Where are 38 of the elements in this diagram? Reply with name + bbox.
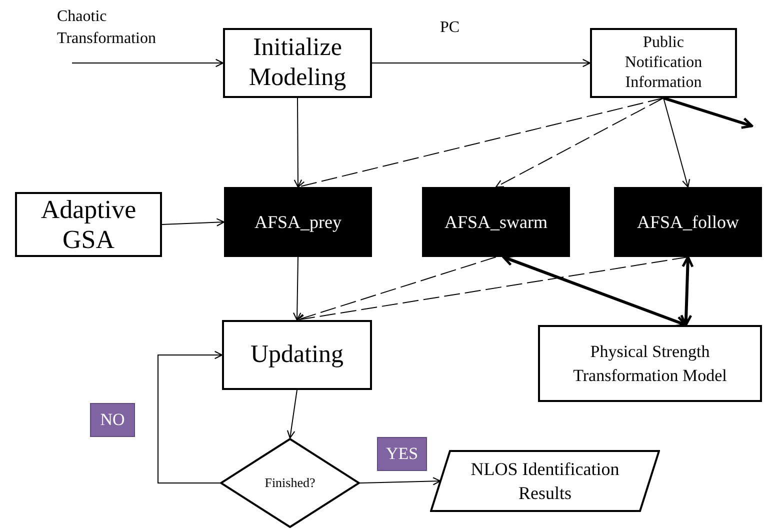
arrow xyxy=(495,98,664,188)
process-box xyxy=(538,325,762,402)
arrow xyxy=(286,390,298,439)
decision-diamond xyxy=(220,438,360,528)
node-label: Adaptive GSA xyxy=(40,194,138,254)
node-label: Physical Strength Transformation Model xyxy=(572,340,728,386)
arrow xyxy=(158,350,223,484)
arrow xyxy=(292,256,302,321)
node-label: AFSA_prey xyxy=(254,210,342,234)
process-box xyxy=(614,187,762,257)
arrow xyxy=(296,256,496,322)
arrow xyxy=(297,98,664,190)
node-label: Finished? xyxy=(264,474,316,492)
process-box xyxy=(590,28,737,98)
process-box xyxy=(422,187,570,257)
arrow xyxy=(502,254,688,328)
node-label: Public Notification Information xyxy=(624,33,704,93)
process-box xyxy=(224,187,372,257)
arrow xyxy=(296,256,688,323)
process-box xyxy=(222,320,372,390)
process-box xyxy=(223,28,372,98)
node-label: AFSA_swarm xyxy=(444,210,548,234)
arrow xyxy=(360,477,441,486)
output-parallelogram xyxy=(430,450,660,512)
arrow xyxy=(663,96,754,129)
arrow xyxy=(680,256,694,326)
arrow xyxy=(372,58,591,68)
process-box xyxy=(15,192,162,257)
edge-label: YES xyxy=(377,437,427,470)
arrow xyxy=(72,58,224,68)
arrow xyxy=(294,98,302,188)
node-label: AFSA_follow xyxy=(636,210,739,234)
edge-label: NO xyxy=(90,403,135,436)
node-label: Initialize Modeling xyxy=(248,33,348,93)
arrow xyxy=(663,98,690,188)
node-label: NLOS Identification Results xyxy=(470,458,620,505)
arrow xyxy=(162,218,225,226)
node-label: Updating xyxy=(250,340,344,370)
